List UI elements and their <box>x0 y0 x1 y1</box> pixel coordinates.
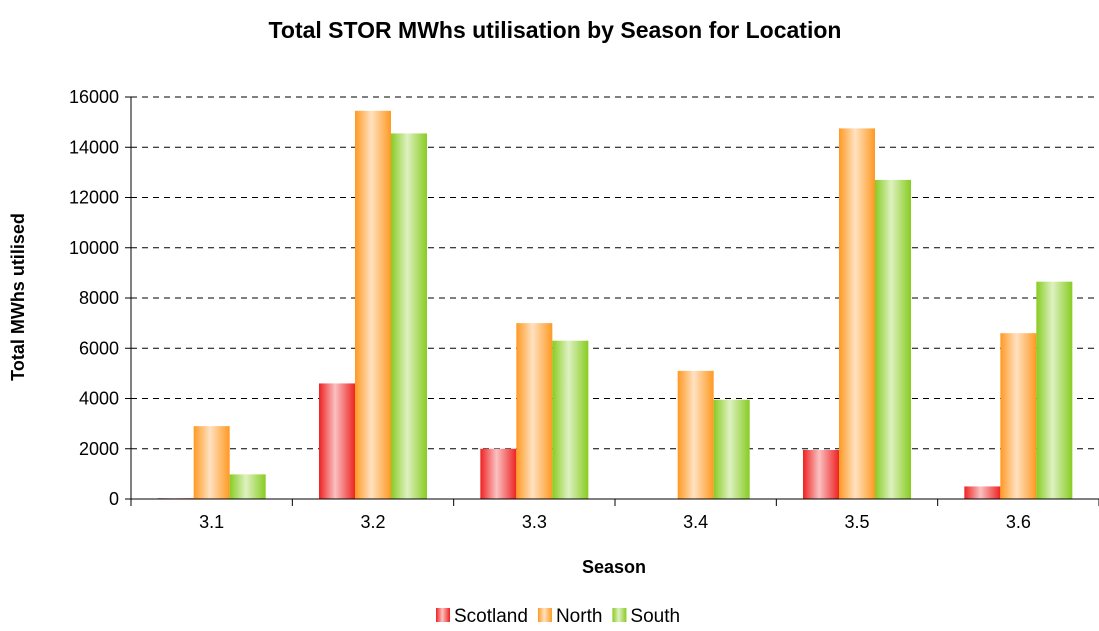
y-axis-title: Total MWhs utilised <box>8 213 28 381</box>
y-tick-label: 12000 <box>69 188 119 208</box>
y-tick-label: 16000 <box>69 87 119 107</box>
legend-swatch-south <box>612 608 627 622</box>
bar-north-3.4 <box>677 370 714 499</box>
y-tick-label: 10000 <box>69 238 119 258</box>
x-tick-label: 3.2 <box>360 512 385 532</box>
x-tick-label: 3.5 <box>844 512 869 532</box>
x-tick-label: 3.4 <box>683 512 708 532</box>
bar-south-3.3 <box>552 340 589 499</box>
x-axis-title: Season <box>582 557 646 577</box>
legend: Scotland North South <box>436 606 680 627</box>
bar-south-3.2 <box>391 133 427 499</box>
bars <box>157 110 1073 499</box>
bar-scotland-3.5 <box>803 450 839 499</box>
y-tick-label: 0 <box>109 489 119 509</box>
y-tick-label: 8000 <box>79 288 119 308</box>
bar-south-3.4 <box>713 399 750 499</box>
axes <box>125 96 1099 506</box>
y-tick-label: 4000 <box>79 389 119 409</box>
legend-swatch-north <box>537 608 552 622</box>
bar-scotland-3.2 <box>319 383 355 499</box>
y-tick-label: 2000 <box>79 439 119 459</box>
bar-north-3.3 <box>516 323 553 499</box>
gridlines <box>131 96 1099 450</box>
legend-label-south: South <box>630 606 680 627</box>
chart-title: Total STOR MWhs utilisation by Season fo… <box>269 17 842 43</box>
bar-scotland-3.3 <box>480 448 517 499</box>
bar-scotland-3.6 <box>964 486 1001 499</box>
bar-north-3.1 <box>193 426 230 499</box>
bar-south-3.1 <box>229 474 266 499</box>
bar-north-3.2 <box>355 110 391 499</box>
bar-north-3.5 <box>839 128 875 499</box>
legend-label-north: North <box>556 606 602 627</box>
y-tick-labels: 0 2000 4000 6000 8000 10000 12000 14000 16000 <box>69 87 119 509</box>
bar-north-3.6 <box>1000 333 1037 499</box>
x-tick-label: 3.6 <box>1006 512 1031 532</box>
legend-swatch-scotland <box>436 608 450 622</box>
x-tick-label: 3.3 <box>522 512 547 532</box>
x-tick-labels: 3.1 3.2 3.3 3.4 3.5 3.6 <box>199 512 1031 532</box>
legend-label-scotland: Scotland <box>454 606 528 627</box>
y-tick-label: 14000 <box>69 137 119 157</box>
bar-south-3.5 <box>875 179 911 499</box>
y-tick-label: 6000 <box>79 338 119 358</box>
bar-south-3.6 <box>1036 281 1073 499</box>
x-tick-label: 3.1 <box>199 512 224 532</box>
